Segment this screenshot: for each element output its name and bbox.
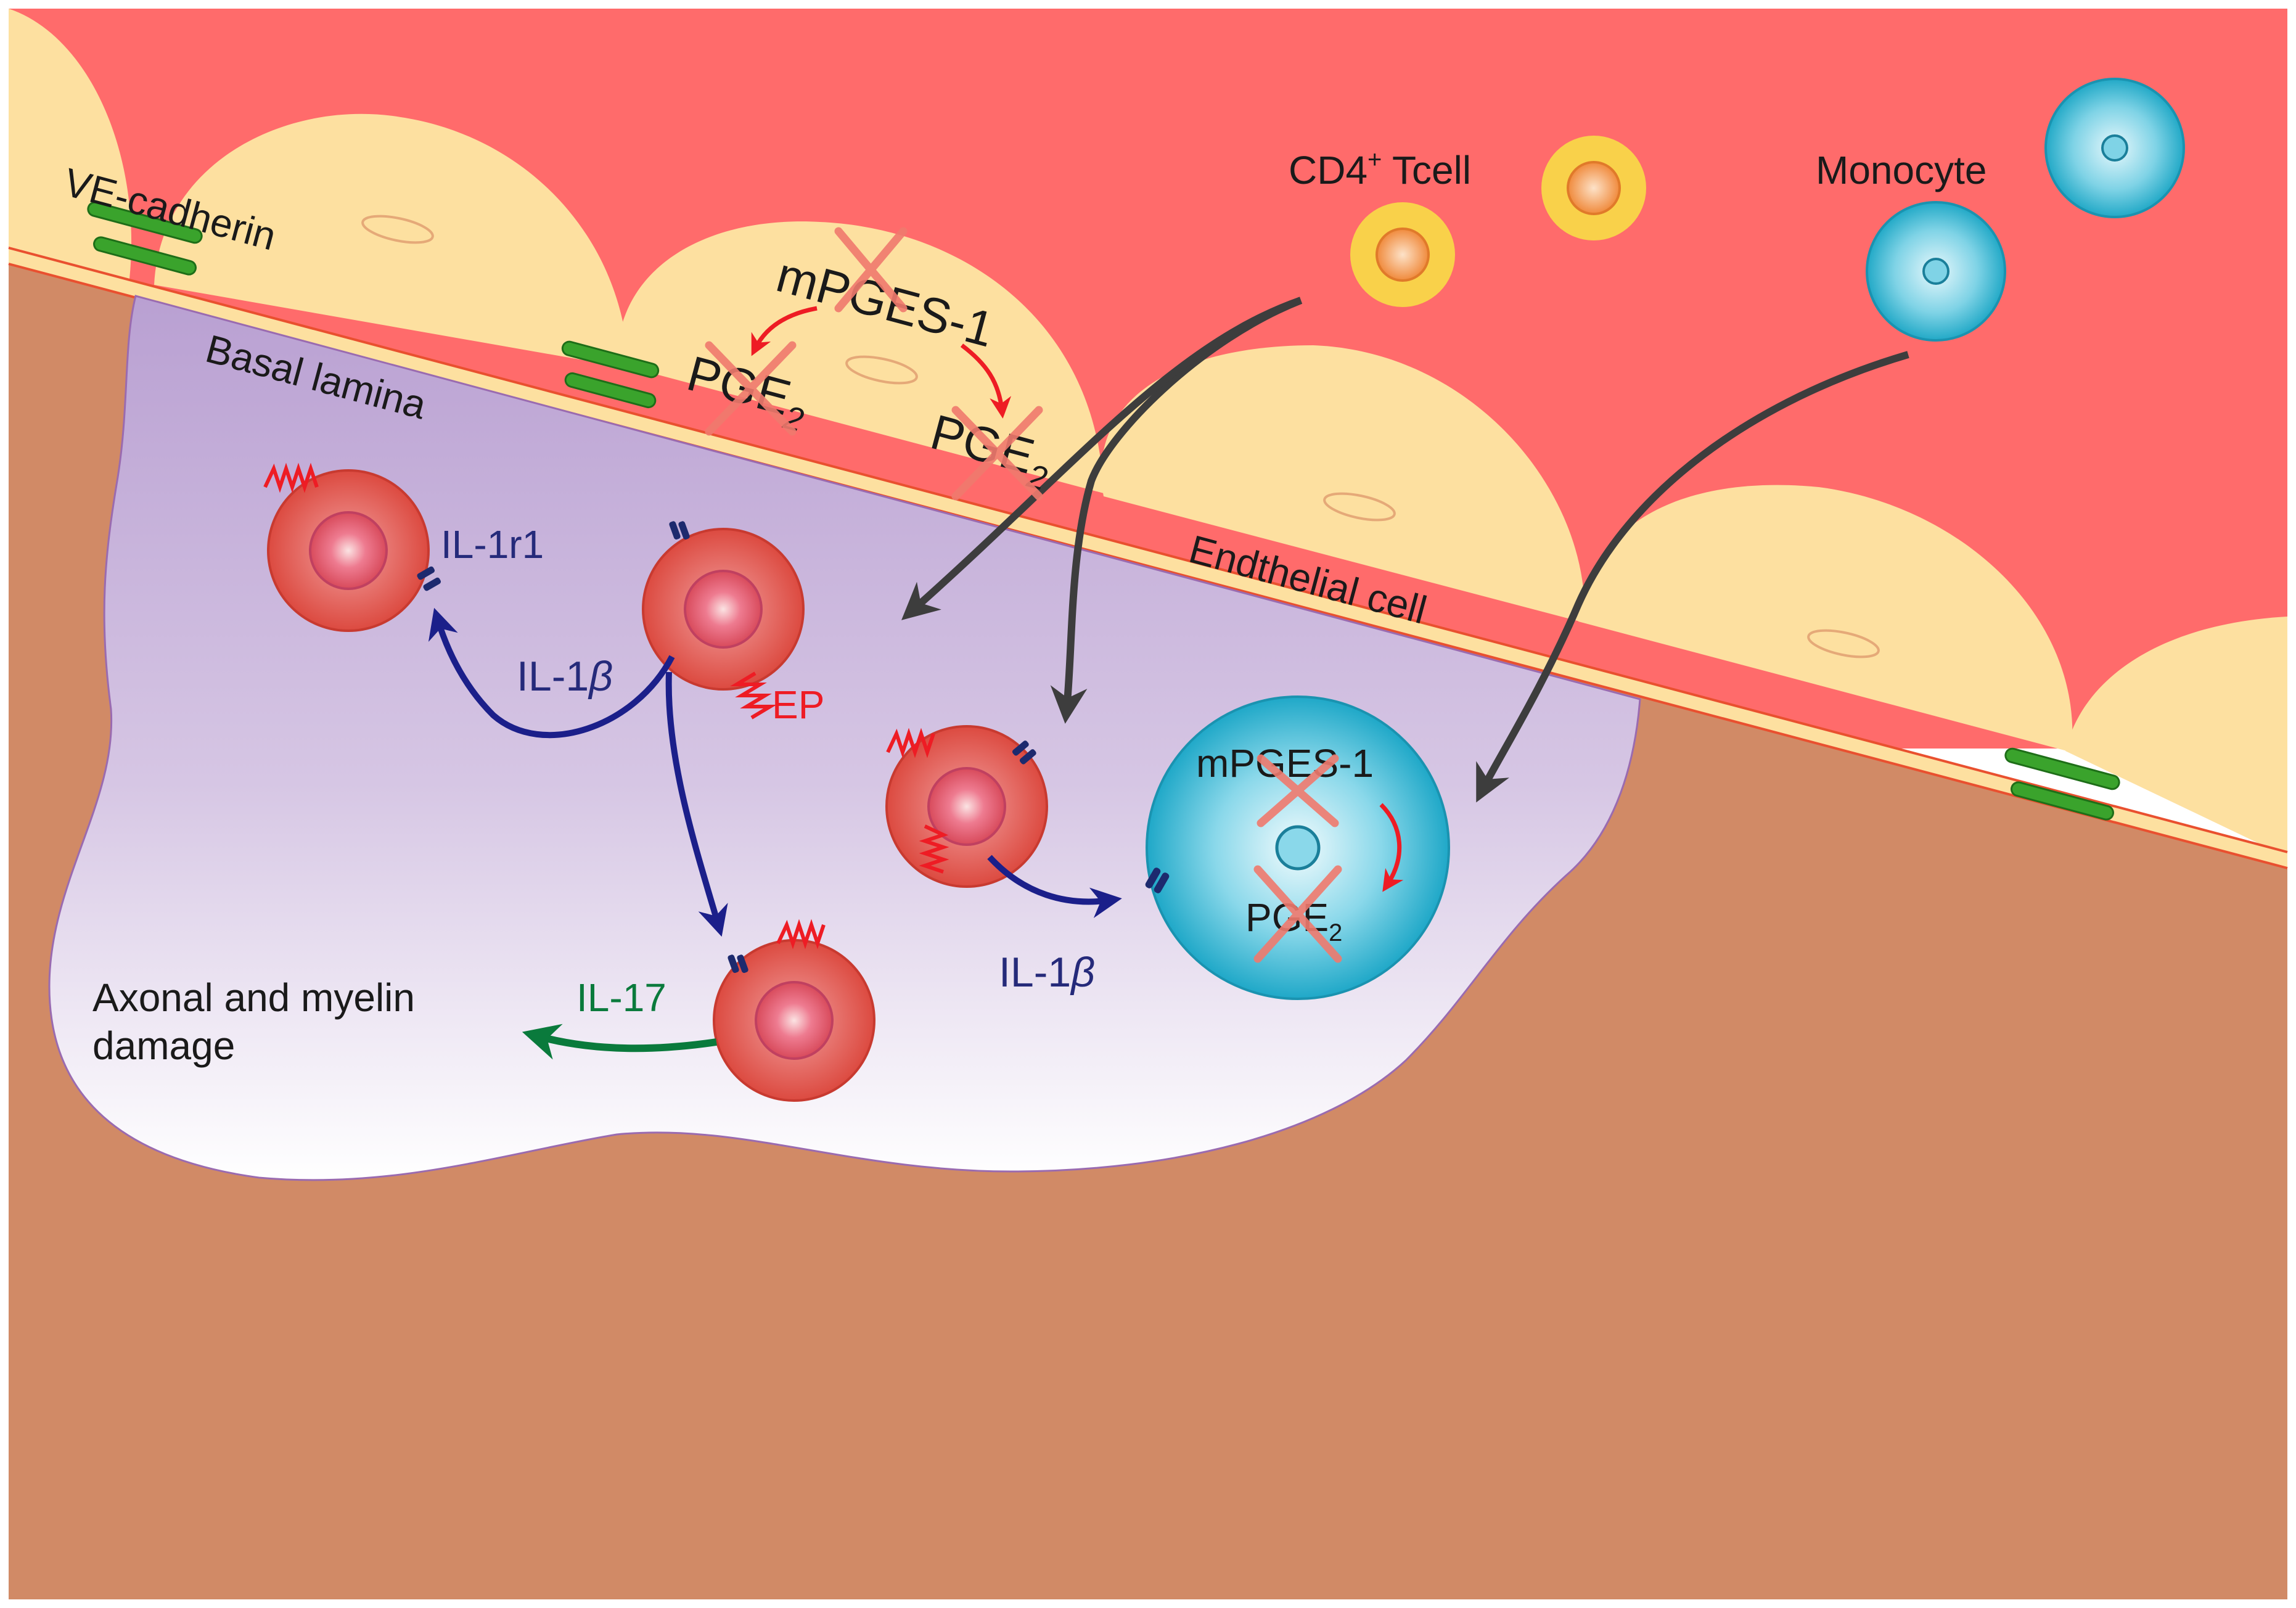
endothelial-nucleus xyxy=(1323,492,1396,522)
il1r1-receptor xyxy=(1145,868,1161,888)
il1r1-receptor xyxy=(1012,740,1029,756)
mpges1-product-arrow xyxy=(751,306,818,356)
inhibition-cross xyxy=(951,406,1043,501)
th17-cell xyxy=(885,725,1048,888)
ep-receptor xyxy=(263,462,319,493)
ep-receptor xyxy=(919,824,949,874)
infiltrated-monocyte xyxy=(1145,695,1450,1000)
cd4-tcell xyxy=(1350,202,1455,307)
endothelial-cell xyxy=(1101,345,1585,623)
il1r1-receptor xyxy=(1019,749,1036,765)
label-il17: IL-17 xyxy=(576,975,666,1020)
monocyte-infiltration-arrow xyxy=(1476,351,1909,803)
label-il1b: IL-1β xyxy=(999,949,1095,996)
ve-cadherin-junction xyxy=(561,340,660,409)
il1r1-receptor xyxy=(417,566,435,580)
cd4-tcell xyxy=(1541,136,1646,240)
il1r1-receptor xyxy=(737,954,748,974)
label-damage-line1: Axonal and myelin xyxy=(92,975,415,1020)
il1r1-receptor xyxy=(423,577,441,591)
endothelial-nucleus xyxy=(361,215,434,244)
th17-cell xyxy=(713,919,875,1102)
endothelial-layer xyxy=(8,9,2288,869)
th17-cell xyxy=(642,521,805,720)
basal-lamina-band xyxy=(9,248,2287,868)
il1r1-receptor xyxy=(728,954,739,974)
th17-cell xyxy=(263,462,441,632)
il1b-signal-arrow xyxy=(428,607,675,739)
endothelial-cell xyxy=(154,113,629,368)
endothelial-nucleus xyxy=(1807,629,1880,658)
inhibition-cross xyxy=(834,227,908,313)
il1r1-receptor xyxy=(678,521,690,540)
mpges1-product-arrow xyxy=(1379,803,1404,892)
endothelial-membrane-line xyxy=(8,247,2288,853)
mpges1-product-arrow xyxy=(960,343,1012,419)
label-cd4-tcell: CD4+ Tcell xyxy=(1289,146,1471,192)
endothelial-nucleus xyxy=(845,355,918,385)
ep-receptor xyxy=(886,728,935,758)
label-damage-line2: damage xyxy=(92,1023,235,1068)
label-monocyte: Monocyte xyxy=(1816,148,1986,192)
ve-cadherin-junction xyxy=(2004,747,2120,821)
endothelial-cell xyxy=(2065,617,2287,857)
inhibition-cross xyxy=(705,341,797,436)
il1r1-receptor xyxy=(1154,872,1170,893)
label-il1b: IL-1β xyxy=(517,653,613,700)
label-ep: EP xyxy=(772,683,824,727)
monocyte-cell xyxy=(2044,78,2185,218)
inhibition-cross xyxy=(1253,865,1342,963)
il17-signal-arrow xyxy=(522,1023,717,1060)
il1r1-receptor xyxy=(669,521,681,540)
inhibition-cross xyxy=(1257,754,1339,827)
il1b-signal-arrow xyxy=(987,855,1122,918)
ep-receptor xyxy=(776,919,826,950)
ep-receptor xyxy=(730,671,777,720)
monocyte-cell xyxy=(1866,201,2006,342)
endothelial-cell xyxy=(1578,485,2073,752)
il1b-signal-arrow xyxy=(665,671,728,937)
label-il1r1: IL-1r1 xyxy=(441,522,544,567)
ve-cadherin-junction xyxy=(87,201,203,276)
tcell-infiltration-arrow xyxy=(901,297,1302,620)
